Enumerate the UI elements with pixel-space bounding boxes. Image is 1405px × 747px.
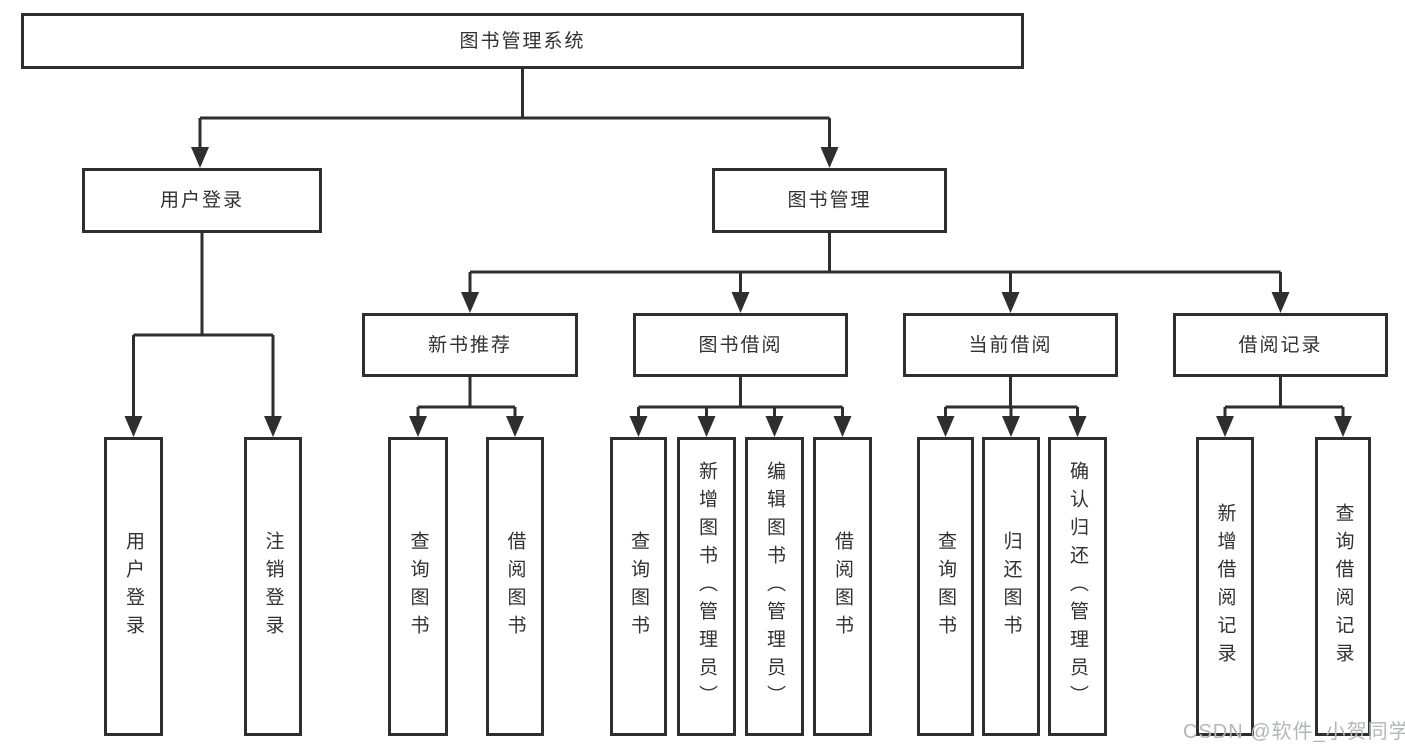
- arrowhead-icon: [264, 416, 282, 437]
- node-book-management: 图书管理: [712, 168, 947, 233]
- csdn-watermark: CSDN @软件_小贺同学: [1183, 721, 1405, 743]
- node-book-borrow: 图书借阅: [633, 313, 848, 377]
- node-user-login: 用户登录: [82, 168, 322, 233]
- arrowhead-icon: [1068, 416, 1087, 437]
- arrowhead-icon: [124, 416, 143, 437]
- arrowhead-icon: [936, 416, 955, 437]
- arrowhead-icon: [1002, 416, 1020, 437]
- leaf-query-borrow-record: 查询借阅记录: [1315, 437, 1371, 736]
- leaf-logout: 注销登录: [244, 437, 302, 736]
- connector: [191, 68, 839, 168]
- connector: [409, 377, 524, 437]
- arrowhead-icon: [1001, 292, 1020, 313]
- node-library-management-system: 图书管理系统: [21, 13, 1024, 69]
- arrowhead-icon: [629, 416, 648, 437]
- arrowhead-icon: [731, 292, 750, 313]
- node-borrow-record: 借阅记录: [1173, 313, 1388, 377]
- leaf-return-book: 归还图书: [982, 437, 1040, 736]
- leaf-borrow-book-recommend: 借阅图书: [486, 437, 544, 736]
- leaf-add-book-admin: 新增图书（管理员）: [677, 437, 736, 736]
- leaf-query-book-current: 查询图书: [917, 437, 974, 736]
- arrowhead-icon: [765, 416, 784, 437]
- connector: [936, 377, 1087, 437]
- arrowhead-icon: [820, 147, 839, 168]
- arrowhead-icon: [697, 416, 716, 437]
- node-new-book-recommend: 新书推荐: [362, 313, 578, 377]
- arrowhead-icon: [409, 416, 427, 437]
- leaf-query-book-borrow: 查询图书: [610, 437, 667, 736]
- connector: [1216, 377, 1352, 437]
- connector: [629, 377, 852, 437]
- leaf-add-borrow-record: 新增借阅记录: [1196, 437, 1254, 736]
- arrowhead-icon: [506, 416, 524, 437]
- connector: [124, 233, 282, 437]
- arrowhead-icon: [833, 416, 852, 437]
- leaf-query-book-recommend: 查询图书: [388, 437, 448, 736]
- arrowhead-icon: [1216, 416, 1234, 437]
- arrowhead-icon: [1271, 292, 1290, 313]
- node-current-borrow: 当前借阅: [903, 313, 1118, 377]
- connector: [461, 233, 1290, 313]
- leaf-borrow-book: 借阅图书: [813, 437, 872, 736]
- leaf-user-login: 用户登录: [104, 437, 163, 736]
- leaf-edit-book-admin: 编辑图书（管理员）: [745, 437, 804, 736]
- arrowhead-icon: [461, 292, 479, 313]
- leaf-confirm-return-admin: 确认归还（管理员）: [1048, 437, 1107, 736]
- arrowhead-icon: [191, 147, 209, 168]
- arrowhead-icon: [1334, 416, 1352, 437]
